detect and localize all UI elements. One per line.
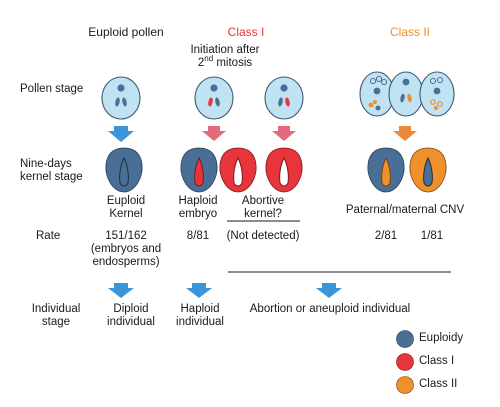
pollen-vegetative-nucleus <box>210 84 218 92</box>
pollen-vegetative-nucleus <box>402 78 410 86</box>
rate-euploid-line2: (embryos and <box>90 243 162 255</box>
kernel-label-abortive-line2: kernel? <box>244 208 282 220</box>
kernel-label-abortive-line1: Abortive <box>241 195 285 207</box>
row-label-kernel-stage-line1: Nine-days <box>20 158 72 170</box>
pollen-nucleus <box>434 106 438 110</box>
class-1-initiation-note: Initiation after 2nd mitosis <box>170 44 280 70</box>
row-label-individual-line1: Individual <box>31 303 81 315</box>
pollen-euploid <box>101 76 141 120</box>
legend-swatch-euploidy <box>396 330 414 348</box>
pollen-nucleus <box>430 77 436 84</box>
class-1-note-line1: Initiation after <box>190 44 260 56</box>
pollen-nucleus <box>437 101 443 107</box>
header-class-2: Class II <box>389 25 430 39</box>
rate-euploid-line1: 151/162 <box>105 230 147 242</box>
row-label-rate: Rate <box>36 230 61 242</box>
legend-label-class-2: Class II <box>419 378 458 390</box>
legend-label-euploidy: Euploidy <box>419 332 464 344</box>
arrow-down-abortion <box>316 283 342 298</box>
sperm-cell-left <box>400 93 405 103</box>
pollen-nucleus <box>437 76 443 83</box>
pollen-nucleus <box>370 77 376 84</box>
rate-cnv-paternal: 2/81 <box>374 230 398 242</box>
pollen-nucleus <box>430 99 436 105</box>
sperm-cell-right <box>215 97 220 107</box>
kernel-paternal-cnv <box>367 147 405 193</box>
legend-swatch-class-2 <box>396 376 414 394</box>
pollen-nucleus <box>373 100 377 104</box>
row-label-kernel-stage-line2: kernel stage <box>20 171 83 183</box>
kernel-label-cnv: Paternal/maternal CNV <box>345 204 465 216</box>
individual-abortion-aneuploid: Abortion or aneuploid individual <box>249 303 411 315</box>
class-1-note-line2: 2nd mitosis <box>170 54 280 70</box>
kernel-label-abortive: Abortive kernel? <box>228 195 298 221</box>
kernel-maternal-cnv <box>409 147 447 193</box>
pollen-nucleus <box>368 102 374 108</box>
sperm-cell-right <box>122 97 127 107</box>
kernel-label-euploid: Euploid Kernel <box>96 195 156 221</box>
individual-haploid-line2: individual <box>176 316 224 328</box>
rate-abortive: (Not detected) <box>226 230 300 242</box>
header-euploid-pollen: Euploid pollen <box>88 25 164 39</box>
row-label-pollen-stage: Pollen stage <box>20 83 84 95</box>
arrow-down-class-2 <box>393 126 417 141</box>
pollen-class-2-c <box>419 71 455 117</box>
pollen-vegetative-nucleus <box>373 87 381 95</box>
kernel-label-haploid: Haploid embryo <box>168 195 228 221</box>
individual-haploid-line1: Haploid <box>180 303 220 315</box>
sperm-cell-left <box>208 97 213 107</box>
sperm-cell-left <box>115 97 120 107</box>
kernel-abortive-a <box>219 147 257 193</box>
pollen-grain <box>194 76 234 120</box>
class-1-note-superscript: nd <box>204 54 214 64</box>
arrow-down-class-1-b <box>272 126 296 141</box>
pollen-nucleus <box>376 75 382 82</box>
arrow-down-class-1-a <box>202 126 226 141</box>
rate-cnv-maternal: 1/81 <box>420 230 444 242</box>
pollen-class-2-a <box>359 71 395 117</box>
sperm-cell-right <box>285 97 290 107</box>
kernel-label-euploid-line2: Kernel <box>109 208 143 220</box>
arrow-down-euploid <box>108 126 134 142</box>
pollen-vegetative-nucleus <box>280 84 288 92</box>
row-label-individual-line2: stage <box>41 316 71 328</box>
kernel-label-haploid-line1: Haploid <box>178 195 218 207</box>
class-1-note-rest: mitosis <box>213 57 253 69</box>
kernel-abortive-b <box>265 147 303 193</box>
pollen-class-1-b <box>264 76 304 120</box>
pollen-grain <box>101 76 141 120</box>
rate-euploid: 151/162 (embryos and endosperms) <box>86 230 166 269</box>
legend-label-class-1: Class I <box>419 355 455 367</box>
pollen-nucleus <box>375 105 381 111</box>
kernel-haploid-embryo <box>180 147 218 193</box>
header-class-1: Class I <box>227 25 265 39</box>
legend-swatch-class-1 <box>396 353 414 371</box>
pollen-class-1-a <box>194 76 234 120</box>
pollen-grain <box>388 71 424 117</box>
pollen-class-2-b <box>388 71 424 117</box>
individual-haploid: Haploid individual <box>168 303 232 329</box>
kernel-label-euploid-line1: Euploid <box>106 195 146 207</box>
pollen-vegetative-nucleus <box>433 87 441 95</box>
row-label-individual-stage: Individual stage <box>26 303 86 329</box>
kernel-label-haploid-line2: embryo <box>178 208 218 220</box>
individual-diploid-line1: Diploid <box>113 303 149 315</box>
pollen-vegetative-nucleus <box>117 84 125 92</box>
rate-euploid-line3: endosperms) <box>92 256 160 268</box>
arrow-down-diploid <box>108 283 134 298</box>
sperm-cell-right <box>407 93 412 103</box>
pollen-grain <box>264 76 304 120</box>
row-label-kernel-stage: Nine-days kernel stage <box>20 158 83 184</box>
pollen-nucleus <box>381 78 387 85</box>
individual-diploid: Diploid individual <box>96 303 166 329</box>
arrow-down-haploid <box>186 283 212 298</box>
rate-haploid: 8/81 <box>186 230 210 242</box>
class-1-note-number: 2 <box>197 57 205 69</box>
kernel-euploid <box>105 147 143 193</box>
sperm-cell-left <box>278 97 283 107</box>
individual-diploid-line2: individual <box>107 316 155 328</box>
